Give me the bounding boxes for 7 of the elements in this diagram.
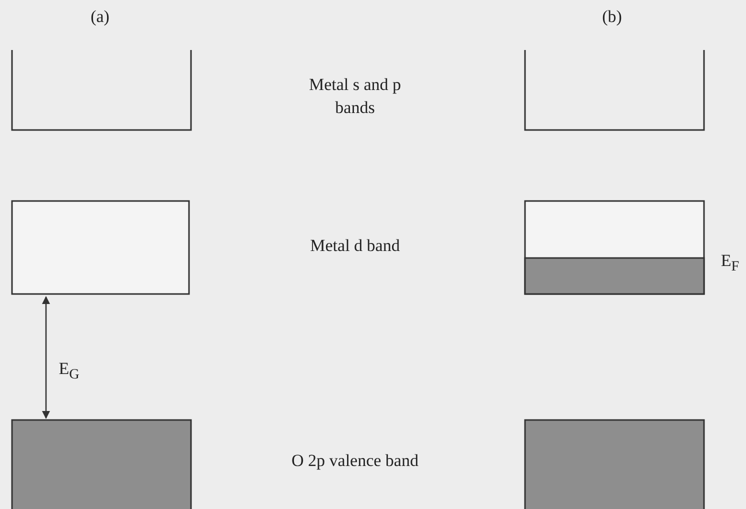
band-gap-label: E$_{G}$ <box>58 358 80 384</box>
band-label: O 2p valence band <box>290 450 420 472</box>
band-label: Metal s and p bands <box>308 74 402 119</box>
fermi-level-label: E$_{F}$ <box>720 250 740 276</box>
panel-label: (a) <box>90 6 110 28</box>
band-label: Metal d band <box>309 235 401 257</box>
panel-label: (b) <box>601 6 623 28</box>
